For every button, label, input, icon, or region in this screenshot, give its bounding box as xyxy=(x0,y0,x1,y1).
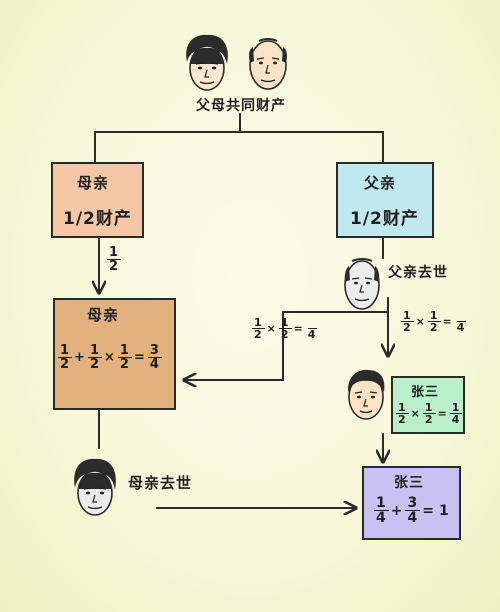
mother-share-box: 母亲 1/2财产 xyxy=(51,162,144,238)
father-deceased-face-icon xyxy=(344,258,380,310)
mother-death-caption: 母亲去世 xyxy=(128,474,193,492)
zhangsan-face-icon xyxy=(347,369,385,420)
father-share-title: 父亲 xyxy=(364,174,397,192)
mother-deceased-face-icon xyxy=(74,458,116,516)
father-share-amount: 1/2财产 xyxy=(350,209,419,229)
father-face-icon xyxy=(249,38,287,90)
zhangsan-mid-title: 张三 xyxy=(411,385,440,400)
father-share-box: 父亲 1/2财产 xyxy=(336,162,434,238)
mother-result-title: 母亲 xyxy=(87,306,120,324)
mother-share-title: 母亲 xyxy=(77,174,110,192)
father-death-caption: 父亲去世 xyxy=(388,265,448,281)
mother-face-icon xyxy=(186,34,228,91)
parents-property-caption: 父母共同财产 xyxy=(196,98,286,114)
zhangsan-final-title: 张三 xyxy=(394,475,424,491)
mother-share-amount: 1/2财产 xyxy=(63,209,132,229)
